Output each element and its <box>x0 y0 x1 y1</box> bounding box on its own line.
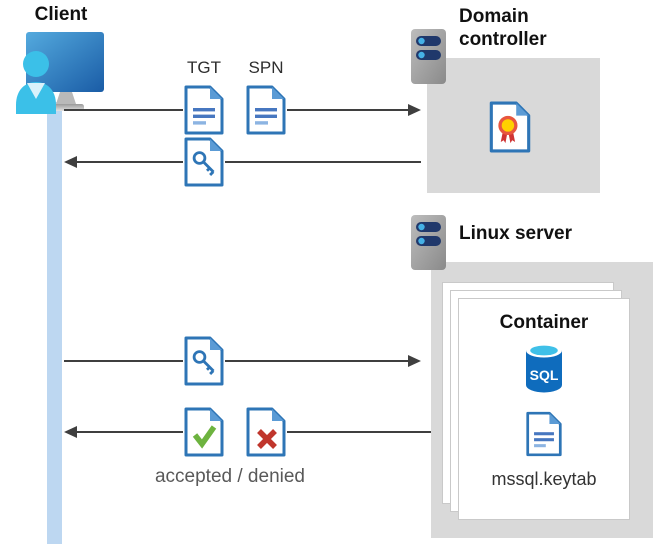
container-label: Container <box>499 312 589 333</box>
arrow-left-icon <box>64 426 77 438</box>
key-document-icon <box>183 136 225 188</box>
client-user-workstation-icon <box>8 26 108 118</box>
client-lifeline <box>47 102 62 544</box>
arrow-left-icon <box>77 161 183 163</box>
certificate-document-icon <box>488 100 532 154</box>
arrow-right-icon <box>225 360 408 362</box>
sql-database-icon: SQL <box>523 342 565 394</box>
server-icon <box>410 28 447 85</box>
arrow-right-icon <box>64 360 183 362</box>
server-icon <box>410 214 447 271</box>
accepted-document-icon <box>183 406 225 458</box>
denied-document-icon <box>245 406 287 458</box>
client-label: Client <box>34 4 88 25</box>
domain-controller-label: Domain controller <box>459 6 547 50</box>
arrow-right-icon <box>287 109 408 111</box>
arrow-left-icon <box>64 156 77 168</box>
key-document-icon <box>183 335 225 387</box>
linux-server-label: Linux server <box>459 223 572 244</box>
arrow-left-icon <box>225 161 421 163</box>
arrow-right-icon <box>408 104 421 116</box>
arrow-right-icon <box>408 355 421 367</box>
accepted-denied-caption: accepted / denied <box>154 466 305 487</box>
ticket-document-icon <box>245 84 287 136</box>
arrow-left-icon <box>287 431 431 433</box>
keytab-file-label: mssql.keytab <box>491 469 597 489</box>
ticket-document-icon <box>183 84 225 136</box>
keytab-document-icon <box>525 410 563 458</box>
tgt-label: TGT <box>187 58 221 77</box>
container-card <box>458 298 630 520</box>
sql-label: SQL <box>530 367 559 383</box>
arrow-left-icon <box>77 431 183 433</box>
spn-label: SPN <box>248 58 284 77</box>
arrow-right-icon <box>64 109 183 111</box>
